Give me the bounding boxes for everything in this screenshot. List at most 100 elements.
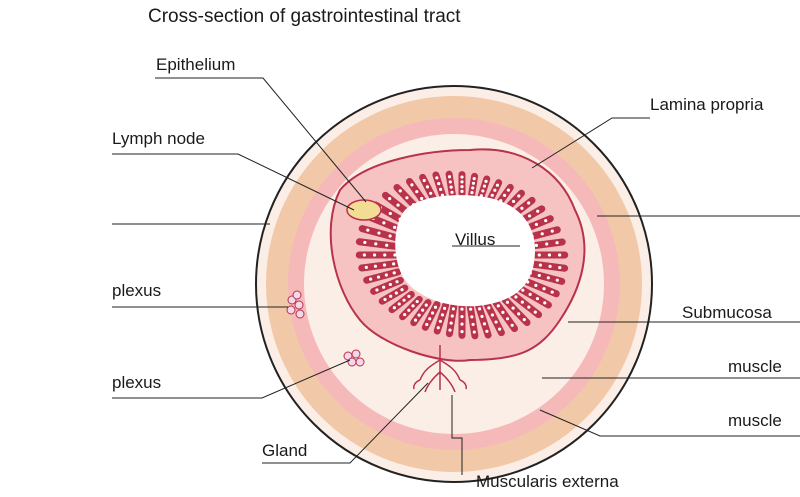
villus-cell [388,234,392,238]
villus-cell [415,299,419,304]
villus-cell [422,178,426,183]
villus-cell [384,273,388,277]
villus-cell [388,282,392,287]
villus-cell [471,181,476,185]
villus-cell [517,312,521,316]
villus-cell [534,283,538,287]
villus-cell [449,321,453,325]
villus-cell [460,315,464,319]
villus-cell [460,185,464,189]
villus-cell [373,264,378,268]
villus-cell [435,176,439,180]
villus-cell [511,199,516,204]
villus-cell [377,231,381,235]
villus-cell [438,319,442,323]
villus-cell [555,278,559,282]
villus-cell [450,190,454,194]
villus-cell [470,190,474,195]
villus-cell [501,310,505,314]
villus-cell [537,253,541,257]
villus-cell [494,320,498,324]
villus-cell [481,189,485,193]
villus-cell [460,180,464,184]
villus-cell [543,301,547,305]
villus-cell [533,310,537,314]
diagram-title: Cross-section of gastrointestinal tract [148,6,461,27]
villus-cell [402,298,406,302]
label-submucosa: Submucosa [682,303,772,322]
label-villus: Villus [455,230,495,249]
villus-cell [388,211,392,216]
villus-cell [411,304,415,308]
villus-cell [460,322,464,326]
villus-cell [498,327,502,331]
villus-cell [374,242,378,246]
villus-cell [450,314,454,318]
villus-cell [545,242,549,246]
villus-cell [471,186,475,190]
villus-cell [425,322,429,327]
villus-cell [522,318,526,322]
label-muscle-lower: muscle [728,411,782,430]
plexus-cluster-upper [286,290,305,319]
villus-cell [460,329,464,334]
villus-cell [447,175,452,179]
villus-cell [451,307,455,311]
villus-cell [421,308,425,312]
villus-cell [534,243,538,247]
villus-cell [397,302,401,306]
villus-cell [366,228,370,232]
villus-cell [400,288,404,292]
villus-cell [398,189,402,193]
villus-cell [502,193,507,197]
villus-cell [382,221,386,225]
villus-cell [393,253,397,257]
villus-cell [558,253,562,257]
villus-cell [538,263,542,267]
villus-cell [487,306,491,310]
villus-cell [558,266,562,270]
villus-cell [424,303,428,307]
villus-cell [413,318,418,322]
villus-cell [383,297,387,302]
label-epithelium: Epithelium [156,55,235,74]
villus-cell [448,180,452,184]
villus-cell [520,206,524,210]
label-muscle-upper: muscle [728,357,782,376]
villus-cell [484,179,488,183]
villus-cell [429,191,433,195]
villus-cell [506,188,510,192]
villus-cell [363,240,367,245]
villus-cell [550,290,554,294]
villus-cell [460,307,464,311]
villus-cell [442,306,447,310]
villus-cell [537,273,541,278]
villus-cell [393,225,397,229]
villus-cell [542,287,546,291]
villus-cell [495,183,500,187]
villus-cell [528,292,532,297]
villus-cell [436,326,440,330]
villus-cell [472,177,476,181]
label-muscularis-externa: Muscularis externa [476,472,619,491]
villus-cell [482,184,487,188]
villus-cell [482,322,487,326]
lymph-node [346,199,382,221]
villus-cell [470,315,474,319]
label-lamina-propria: Lamina propria [650,95,764,114]
villus-cell [527,214,532,218]
label-gland: Gland [262,441,307,460]
villus-cell [440,313,445,317]
villus-cell [490,193,494,197]
villus-cell [433,305,438,309]
villus-cell [496,304,500,308]
villus-cell [415,190,419,194]
villus-cell [410,183,414,187]
villus-cell [534,222,539,227]
villus-cell [520,300,524,304]
villus-cell [425,185,430,189]
villus-cell [395,280,399,284]
villus-cell [369,277,373,281]
villus-cell [544,218,548,223]
